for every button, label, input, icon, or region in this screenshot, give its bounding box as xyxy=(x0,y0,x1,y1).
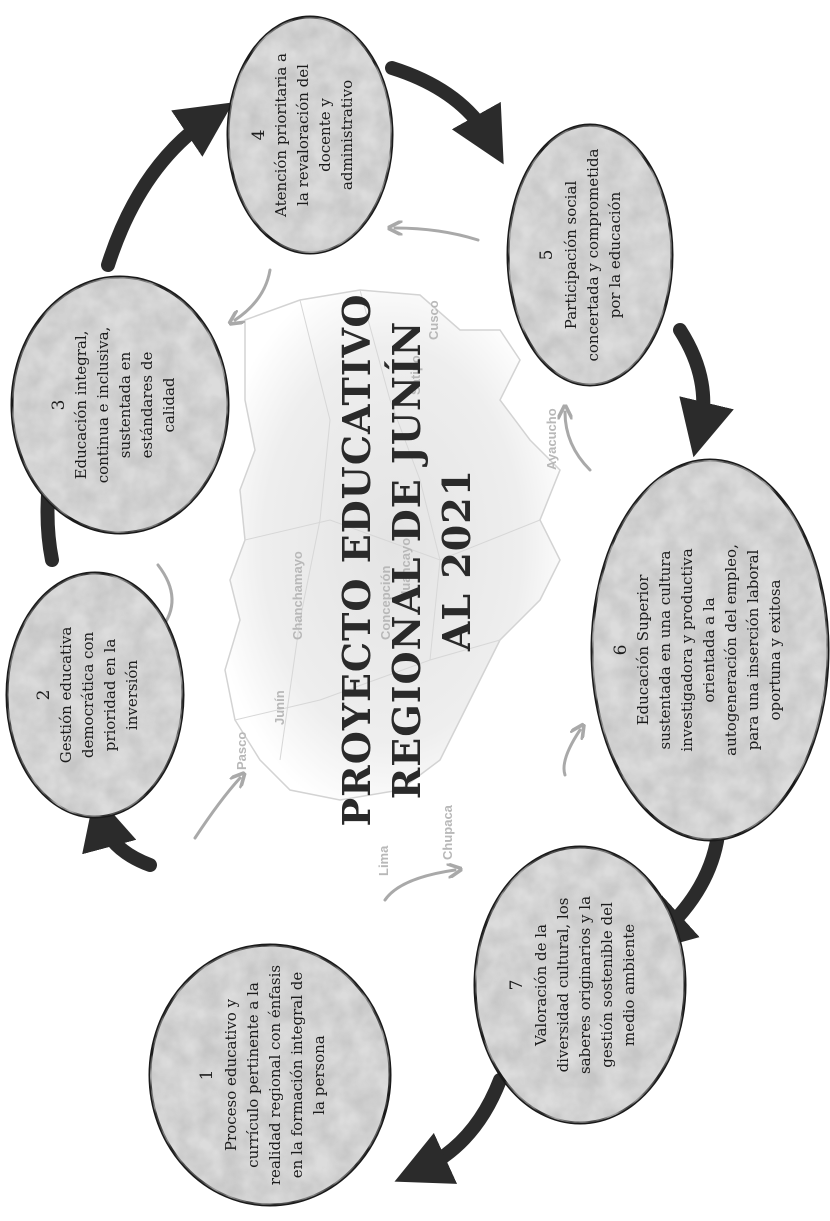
node-6-line-5: autogeneración del empleo, xyxy=(722,544,740,756)
node-1-line-2: currículo pertinente a la xyxy=(244,982,262,1168)
node-4-line-1: Atención prioritaria a xyxy=(272,53,290,218)
node-6-line-7: oportuna y exitosa xyxy=(766,579,784,720)
node-6-line-3: investigadora y productiva xyxy=(678,548,696,751)
node-4-line-3: docente y xyxy=(316,98,334,172)
node-3-line-4: estándares de xyxy=(138,352,156,459)
node-6-line-4: orientada a la xyxy=(700,597,718,702)
outer-arrow-7-to-1 xyxy=(394,1073,507,1184)
map-label-concepcion: Concepción xyxy=(378,566,393,640)
map-label-lima: Lima xyxy=(376,845,391,876)
node-3: 3 Educación integral, continua e inclusi… xyxy=(10,275,230,535)
map-label-ayacucho: Ayacucho xyxy=(544,408,559,470)
node-5-line-2: concertada y comprometida xyxy=(584,148,602,361)
map-label-chupaca: Chupaca xyxy=(440,804,455,860)
map-label-junin: Junín xyxy=(272,690,287,725)
node-5-line-1: Participación social xyxy=(562,181,580,330)
node-3-number: 3 xyxy=(49,400,69,411)
node-1-number: 1 xyxy=(197,1070,217,1081)
map-region-shape xyxy=(224,289,561,801)
node-1-line-3: realidad regional con énfasis xyxy=(266,965,284,1185)
node-2-line-4: inversión xyxy=(123,660,141,731)
node-1: 1 Proceso educativo y currículo pertinen… xyxy=(148,943,392,1207)
node-7-line-5: medio ambiente xyxy=(620,924,638,1046)
title-line-2: REGIONAL DE JUNÍN xyxy=(384,321,429,800)
inner-arrow-5-to-6 xyxy=(565,412,592,472)
outer-arrow-1-to-2 xyxy=(82,792,157,872)
inner-arrow-1-to-2 xyxy=(193,778,240,840)
node-5-line-3: por la educación xyxy=(606,191,624,318)
map-label-cusco: Cusco xyxy=(426,300,441,340)
node-4-number: 4 xyxy=(249,130,269,141)
title-line-3: AL 2021 xyxy=(434,469,479,652)
node-4: 4 Atención prioritaria a la revaloración… xyxy=(226,15,394,255)
map-label-huancayo: Huancayo xyxy=(398,538,413,600)
node-1-line-5: la persona xyxy=(310,1035,328,1115)
node-3-line-5: calidad xyxy=(160,377,178,432)
node-6: 6 Educación Superior sustentada en una c… xyxy=(590,458,830,842)
map-label-pasco: Pasco xyxy=(234,732,249,770)
node-4-line-2: la revaloración del xyxy=(294,64,312,206)
node-5-number: 5 xyxy=(537,250,557,261)
inner-arrow-4-to-5 xyxy=(395,228,480,242)
node-2-number: 2 xyxy=(34,690,54,701)
map-label-chanchamayo: Chanchamayo xyxy=(290,551,305,640)
node-6-line-2: sustentada en una cultura xyxy=(656,550,674,749)
node-1-line-1: Proceso educativo y xyxy=(222,998,240,1151)
node-4-line-4: administrativo xyxy=(338,80,356,190)
node-7: 7 Valoración de la diversidad cultural, … xyxy=(473,845,687,1125)
junin-map: Pasco Junín Chanchamayo Satipo Cusco Hua… xyxy=(224,289,561,876)
node-3-line-1: Educación integral, xyxy=(72,331,90,480)
node-6-line-1: Educación Superior xyxy=(634,574,652,726)
node-2: 2 Gestión educativa democrática con prio… xyxy=(5,571,185,819)
outer-arrow-3-to-4 xyxy=(101,102,234,272)
node-7-line-3: saberes originarios y la xyxy=(576,896,594,1074)
node-5: 5 Participación social concertada y comp… xyxy=(506,123,674,387)
node-3-line-3: sustentada en xyxy=(116,351,134,458)
inner-arrow-7-to-1 xyxy=(383,870,455,902)
node-1-line-4: en la formación integral de xyxy=(288,972,306,1179)
node-2-line-2: democrática con xyxy=(79,632,97,759)
inner-arrow-3-to-4 xyxy=(235,268,272,320)
node-2-line-3: prioridad en la xyxy=(101,639,119,752)
node-7-line-4: gestión sostenible del xyxy=(598,902,616,1068)
inner-arrows xyxy=(158,228,592,902)
node-7-line-1: Valoración de la xyxy=(532,924,550,1047)
node-7-number: 7 xyxy=(507,980,527,991)
node-3-line-2: continua e inclusiva, xyxy=(94,327,112,484)
page-title: PROYECTO EDUCATIVO REGIONAL DE JUNÍN AL … xyxy=(334,294,479,827)
inner-arrow-6-to-7 xyxy=(562,730,580,777)
title-line-1: PROYECTO EDUCATIVO xyxy=(334,294,379,827)
outer-arrow-5-to-6 xyxy=(673,323,734,458)
node-7-line-2: diversidad cultural, los xyxy=(554,898,572,1073)
node-6-number: 6 xyxy=(611,645,631,656)
outer-arrow-4-to-5 xyxy=(385,61,504,165)
node-6-line-6: para una inserción laboral xyxy=(744,549,762,750)
map-label-satipo: Satipo xyxy=(408,355,423,395)
node-2-line-1: Gestión educativa xyxy=(57,627,75,764)
